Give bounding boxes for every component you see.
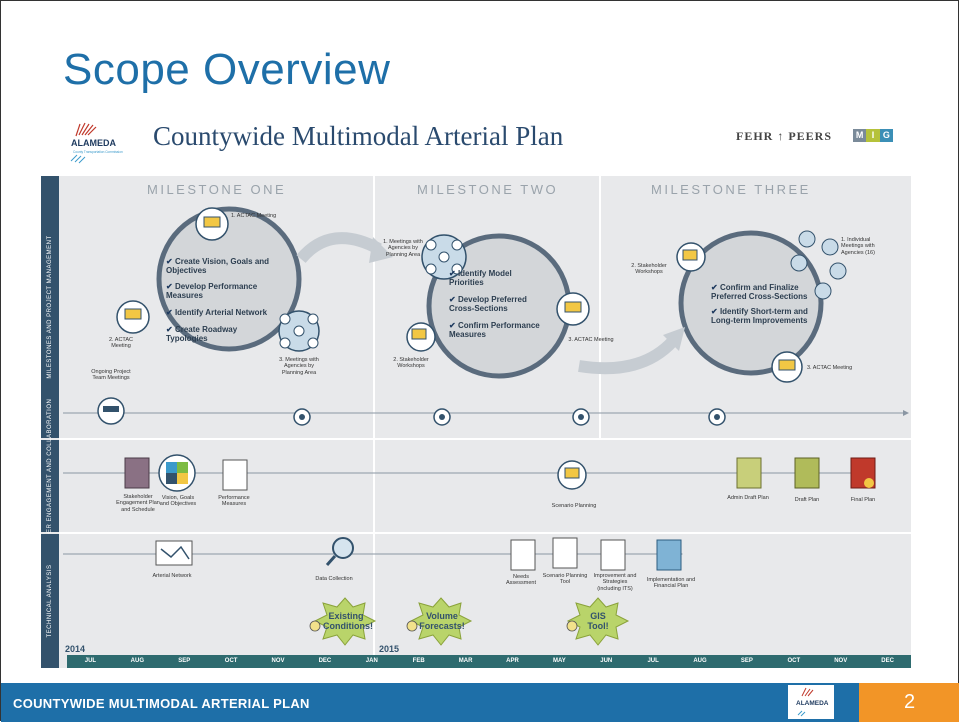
m1-bullet: ✔ Develop Performance Measures [166,282,258,301]
burst-gis-text: GIS Tool! [587,611,609,631]
column-divider [599,176,601,438]
m2-label-meet1: 1. Meetings with Agencies by Planning Ar… [383,239,423,258]
m2-label-actac3: 3. ACTAC Meeting [568,337,614,343]
label-implementation: Implementation and Financial Plan [646,577,696,590]
label-admin-draft: Admin Draft Plan [727,495,769,501]
month-label: SEP [178,658,191,664]
month-label: NOV [271,658,285,664]
svg-text:County Transportation Commissi: County Transportation Commission [73,150,123,154]
fehr-peers-logo: FEHR ↑ PEERS [736,129,833,143]
m1-bullet: ✔ Create Vision, Goals and Objectives [166,257,270,276]
m1-label-meet3: 3. Meetings with Agencies by Planning Ar… [279,357,319,376]
month-label: JUN [600,658,613,664]
m2-bullet: ✔ Develop Preferred Cross-Sections [449,295,527,314]
plan-title: Countywide Multimodal Arterial Plan [153,121,564,151]
month-label: MAY [552,658,566,664]
month-label: FEB [412,658,425,664]
m1-bullet: ✔ Create Roadway Typologies [166,325,238,344]
label-engagement-plan: Stakeholder Engagement Plan and Schedule [116,494,160,513]
document-icon [600,539,626,571]
mig-logo: M I G [853,129,893,142]
m2-bullet: ✔ Identify Model Priorities [449,269,512,288]
month-timeline: JUL AUG SEP OCT NOV DEC JAN FEB MAR APR … [67,655,911,668]
label-final-plan: Final Plan [850,497,876,503]
lightbulb-icon [309,620,321,632]
label-performance: Performance Measures [218,495,250,508]
row-header-milestones: MILESTONES AND PROJECT MANAGEMENT [41,176,59,438]
month-label: DEC [881,658,894,664]
month-label: OCT [224,658,238,664]
label-scenario-planning: Scenario Planning [551,503,597,509]
draft-plan-icon [794,457,820,489]
page-number: 2 [859,683,959,722]
burst-gis [566,597,630,646]
admin-draft-icon [736,457,762,489]
lightbulb-icon [566,620,578,632]
label-needs: Needs Assessment [506,574,536,587]
month-label: JUL [84,658,97,664]
label-draft-plan: Draft Plan [794,497,820,503]
column-divider [373,176,375,438]
year-2014: 2014 [65,644,86,654]
burst-existing-text: Existing Conditions! [323,611,373,631]
month-label: DEC [318,658,332,664]
m2-label-workshops: 2. Stakeholder Workshops [393,357,429,370]
label-data-collection: Data Collection [315,576,353,582]
month-label: NOV [834,658,848,664]
month-label: APR [506,658,519,664]
svg-text:ALAMEDA: ALAMEDA [71,138,116,148]
milestone-three-circle [678,230,824,376]
label-improvements: Improvement and Strategies (including IT… [593,573,637,592]
label-arterial-network: Arterial Network [152,573,192,579]
label-scenario-tool: Scenario Planning Tool [542,573,588,586]
m1-label-actac2: 2. ACTAC Meeting [108,337,134,350]
document-icon [510,539,536,571]
m3-bullet: ✔ Identify Short-term and Long-term Impr… [711,307,808,326]
m3-label-indiv: 1. Individual Meetings with Agencies (16… [841,237,875,256]
month-label: OCT [787,658,801,664]
row-divider [59,438,911,440]
alameda-ctc-logo: ALAMEDA County Transportation Commission [70,122,123,164]
arrow-m1-m2 [296,232,382,264]
arrow-m2-m3 [578,336,678,375]
month-label: AUG [130,658,144,664]
milestone-three-label: MILESTONE THREE [651,182,811,197]
implementation-plan-icon [656,539,682,571]
month-label: JAN [365,658,378,664]
row-divider [59,532,911,534]
row-header-technical: TECHNICAL ANALYSIS [41,534,59,668]
month-label: SEP [740,658,753,664]
lightbulb-icon [406,620,418,632]
document-icon [222,459,248,491]
m1-label-actac1: 1. ACTAC Meeting [231,213,277,219]
milestone-two-label: MILESTONE TWO [417,182,559,197]
m2-bullet: ✔ Confirm Performance Measures [449,321,540,340]
m3-bullet: ✔ Confirm and Finalize Preferred Cross-S… [711,283,808,302]
burst-existing [313,597,377,646]
footer-title: COUNTYWIDE MULTIMODAL ARTERIAL PLAN [13,696,310,711]
month-label: AUG [693,658,707,664]
m3-label-workshops: 2. Stakeholder Workshops [631,263,667,276]
document-icon [552,537,578,569]
svg-text:ALAMEDA: ALAMEDA [796,700,829,707]
label-vision: Vision, Goals and Objectives [159,495,197,508]
month-label: JUL [647,658,659,664]
m3-label-actac3: 3. ACTAC Meeting [807,365,853,371]
milestone-one-label: MILESTONE ONE [147,182,287,197]
year-2015: 2015 [379,644,400,654]
footer-alameda-logo: ALAMEDA [788,685,834,719]
m1-bullet: ✔ Identify Arterial Network [166,308,268,317]
slide-title: Scope Overview [63,45,391,94]
burst-volume [409,597,473,646]
magnifier-icon [332,537,354,559]
burst-volume-text: Volume Forecasts! [419,611,465,631]
m1-label-ongoing: Ongoing Project Team Meetings [91,369,131,382]
individual-meeting-icon [798,230,816,248]
month-label: MAR [458,658,473,664]
row-header-stakeholder: STAKEHOLDER ENGAGEMENT AND COLLABORATION [41,399,59,573]
milestone-one-circle [156,206,302,352]
engagement-plan-icon [124,457,150,489]
